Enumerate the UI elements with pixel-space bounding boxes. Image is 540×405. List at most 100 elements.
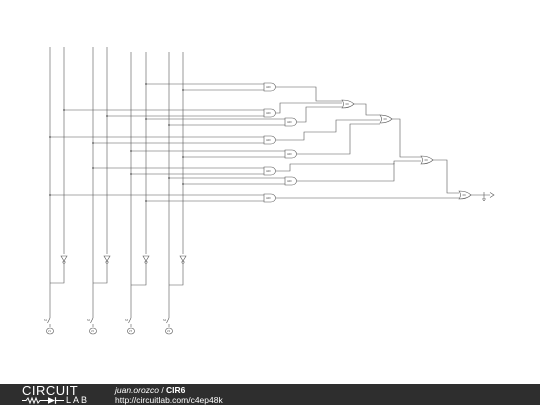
wire-and5-out	[297, 123, 380, 155]
or-gates: OR OR OR OR	[341, 99, 472, 200]
or-gate-1[interactable]: OR	[341, 99, 355, 109]
junction-dot	[92, 142, 94, 144]
and-gate-6[interactable]: AND	[263, 166, 276, 176]
and-gate-body	[263, 166, 276, 176]
switch-icon	[90, 317, 94, 324]
junction-dot	[168, 177, 170, 179]
inverter-return-1	[50, 264, 65, 284]
or-gate-label: OR	[384, 118, 388, 121]
and-gate-4[interactable]: AND	[263, 135, 276, 145]
junction-dot	[49, 136, 51, 138]
input-source-4[interactable]: S4 V4	[163, 317, 173, 335]
and-gate-8[interactable]: AND	[263, 193, 276, 203]
and-gate-7[interactable]: AND	[284, 176, 297, 186]
input-source-2[interactable]: S2 V2	[87, 317, 97, 335]
input-source-3[interactable]: S3 V3	[125, 317, 135, 335]
and-gate-label: AND	[266, 112, 271, 115]
wire-or3-out	[433, 159, 459, 194]
input-source-1[interactable]: S1 V1	[44, 317, 54, 335]
junction-dot	[106, 115, 108, 117]
not-bubble-icon	[105, 260, 109, 264]
switch-icon	[128, 317, 132, 324]
inverters	[60, 255, 187, 264]
schematic-canvas[interactable]: AND AND AND AND AND AND AND AND	[0, 0, 540, 384]
inverter-3[interactable]	[142, 255, 150, 264]
junctions	[49, 83, 184, 202]
junction-dot	[145, 200, 147, 202]
logo-diode-icon	[22, 396, 64, 405]
and-gate-body	[263, 82, 276, 92]
junction-dot	[145, 83, 147, 85]
junction-dot	[182, 156, 184, 158]
and-gate-label: AND	[287, 180, 292, 183]
circuit-url[interactable]: http://circuitlab.com/c4ep48k	[115, 395, 223, 405]
circuitlab-logo[interactable]: CIRCUIT LAB	[22, 384, 104, 405]
junction-dot	[130, 173, 132, 175]
source-label: V2	[91, 330, 95, 333]
and-gate-3[interactable]: AND	[284, 117, 297, 127]
logo-bottom-text: LAB	[66, 395, 90, 405]
junction-dot	[49, 194, 51, 196]
or-gate-label: OR	[425, 159, 429, 162]
not-bubble-icon	[181, 260, 185, 264]
not-bubble-icon	[62, 260, 66, 264]
junction-dot	[63, 109, 65, 111]
source-icon	[89, 327, 97, 335]
and-gate-body	[263, 108, 276, 118]
wire-and2-out	[276, 102, 342, 114]
source-label: V3	[129, 330, 133, 333]
and-gate-body	[284, 149, 297, 159]
junction-dot	[130, 150, 132, 152]
or-gate-4[interactable]: OR	[458, 190, 472, 200]
or-gate-2[interactable]: OR	[379, 114, 393, 124]
source-icon	[46, 327, 54, 335]
and-gate-body	[284, 117, 297, 127]
switch-label: S2	[87, 319, 91, 322]
circuit-meta: juan.orozco / CIR6 http://circuitlab.com…	[115, 385, 223, 405]
circuit-title[interactable]: CIR6	[166, 385, 186, 395]
switch-label: S1	[44, 319, 48, 322]
logo-diode-triangle	[48, 397, 55, 404]
junction-dot	[92, 167, 94, 169]
switch-icon	[166, 317, 170, 324]
wire-and6-out	[276, 160, 421, 172]
and-gate-1[interactable]: AND	[263, 82, 276, 92]
junction-dot	[145, 118, 147, 120]
inverter-2[interactable]	[103, 255, 111, 264]
logo-bottom: LAB	[22, 396, 104, 405]
wire-and1-out	[276, 86, 342, 102]
junction-dot	[168, 124, 170, 126]
junction-dot	[182, 89, 184, 91]
output-arrow-head	[489, 192, 495, 198]
logo-wave	[22, 396, 48, 405]
junction-dot	[182, 183, 184, 185]
and-gate-2[interactable]: AND	[263, 108, 276, 118]
or-gate-body	[458, 190, 472, 200]
and-gate-body	[263, 193, 276, 203]
wire-or2-out	[392, 118, 421, 158]
input-sources: S1 V1 S2 V2 S3 V3 S4 V4	[44, 317, 173, 335]
and-gate-5[interactable]: AND	[284, 149, 297, 159]
and-gates: AND AND AND AND AND AND AND AND	[263, 82, 297, 203]
and-gate-label: AND	[266, 86, 271, 89]
and-gate-body	[284, 176, 297, 186]
output-arrow-icon[interactable]	[482, 192, 495, 201]
author-name[interactable]: juan.orozco	[115, 385, 159, 395]
not-bubble-icon	[144, 260, 148, 264]
inverter-4[interactable]	[179, 255, 187, 264]
source-icon	[165, 327, 173, 335]
switch-icon	[47, 317, 51, 324]
inverter-return-4	[169, 264, 184, 286]
wires	[49, 47, 490, 318]
and-gate-label: AND	[266, 139, 271, 142]
source-icon	[127, 327, 135, 335]
and-gate-label: AND	[266, 197, 271, 200]
inverter-1[interactable]	[60, 255, 68, 264]
or-gate-body	[420, 155, 434, 165]
or-gate-3[interactable]: OR	[420, 155, 434, 165]
not-triangle-icon	[179, 255, 187, 262]
and-gate-label: AND	[266, 170, 271, 173]
not-triangle-icon	[60, 255, 68, 262]
or-gate-body	[379, 114, 393, 124]
wire-and3-out	[297, 106, 342, 123]
